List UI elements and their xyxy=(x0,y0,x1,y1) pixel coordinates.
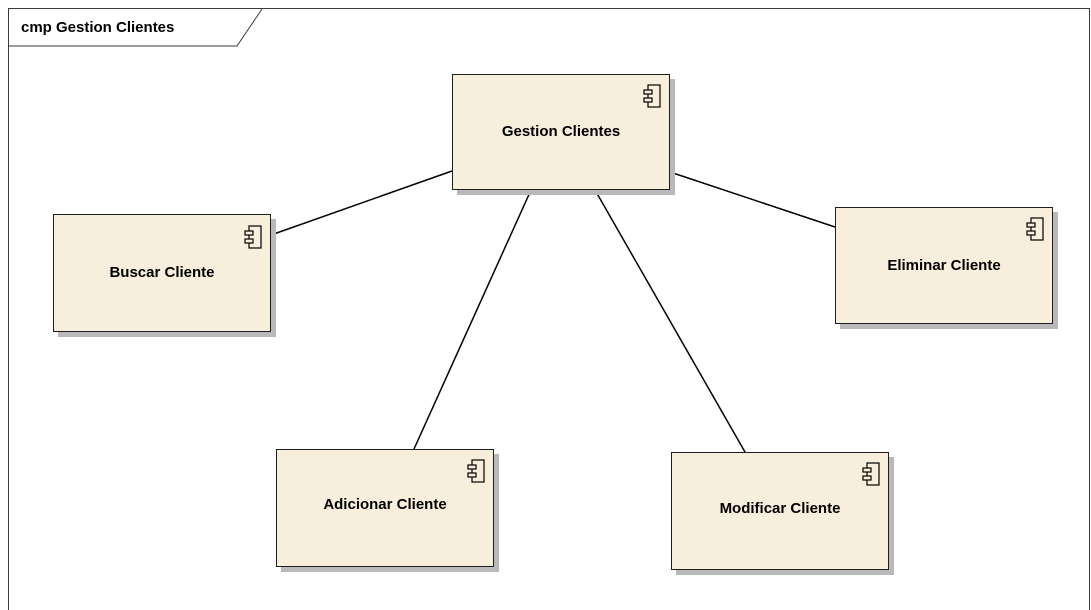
component-name: Buscar Cliente xyxy=(109,264,215,281)
frame-label: cmp Gestion Clientes xyxy=(21,19,175,36)
connector-gestion-modificar[interactable] xyxy=(594,189,746,453)
component-icon xyxy=(244,225,262,249)
component-name: Eliminar Cliente xyxy=(887,257,1001,274)
connector-gestion-buscar[interactable] xyxy=(270,170,453,236)
diagram-frame: cmp Gestion Clientes xyxy=(8,8,1090,610)
connector-gestion-adicionar[interactable] xyxy=(413,189,532,450)
component-icon xyxy=(467,459,485,483)
component-eliminar-cliente[interactable]: Eliminar Cliente xyxy=(835,207,1053,324)
component-name: Modificar Cliente xyxy=(719,500,841,517)
component-name: Adicionar Cliente xyxy=(323,496,447,513)
component-gestion-clientes[interactable]: Gestion Clientes xyxy=(452,74,670,190)
component-icon xyxy=(862,462,880,486)
component-icon xyxy=(1026,217,1044,241)
frame-label-tab xyxy=(9,9,263,47)
connector-gestion-eliminar[interactable] xyxy=(669,171,836,228)
component-modificar-cliente[interactable]: Modificar Cliente xyxy=(671,452,889,570)
component-adicionar-cliente[interactable]: Adicionar Cliente xyxy=(276,449,494,567)
component-icon xyxy=(643,84,661,108)
component-buscar-cliente[interactable]: Buscar Cliente xyxy=(53,214,271,332)
component-name: Gestion Clientes xyxy=(501,123,621,140)
